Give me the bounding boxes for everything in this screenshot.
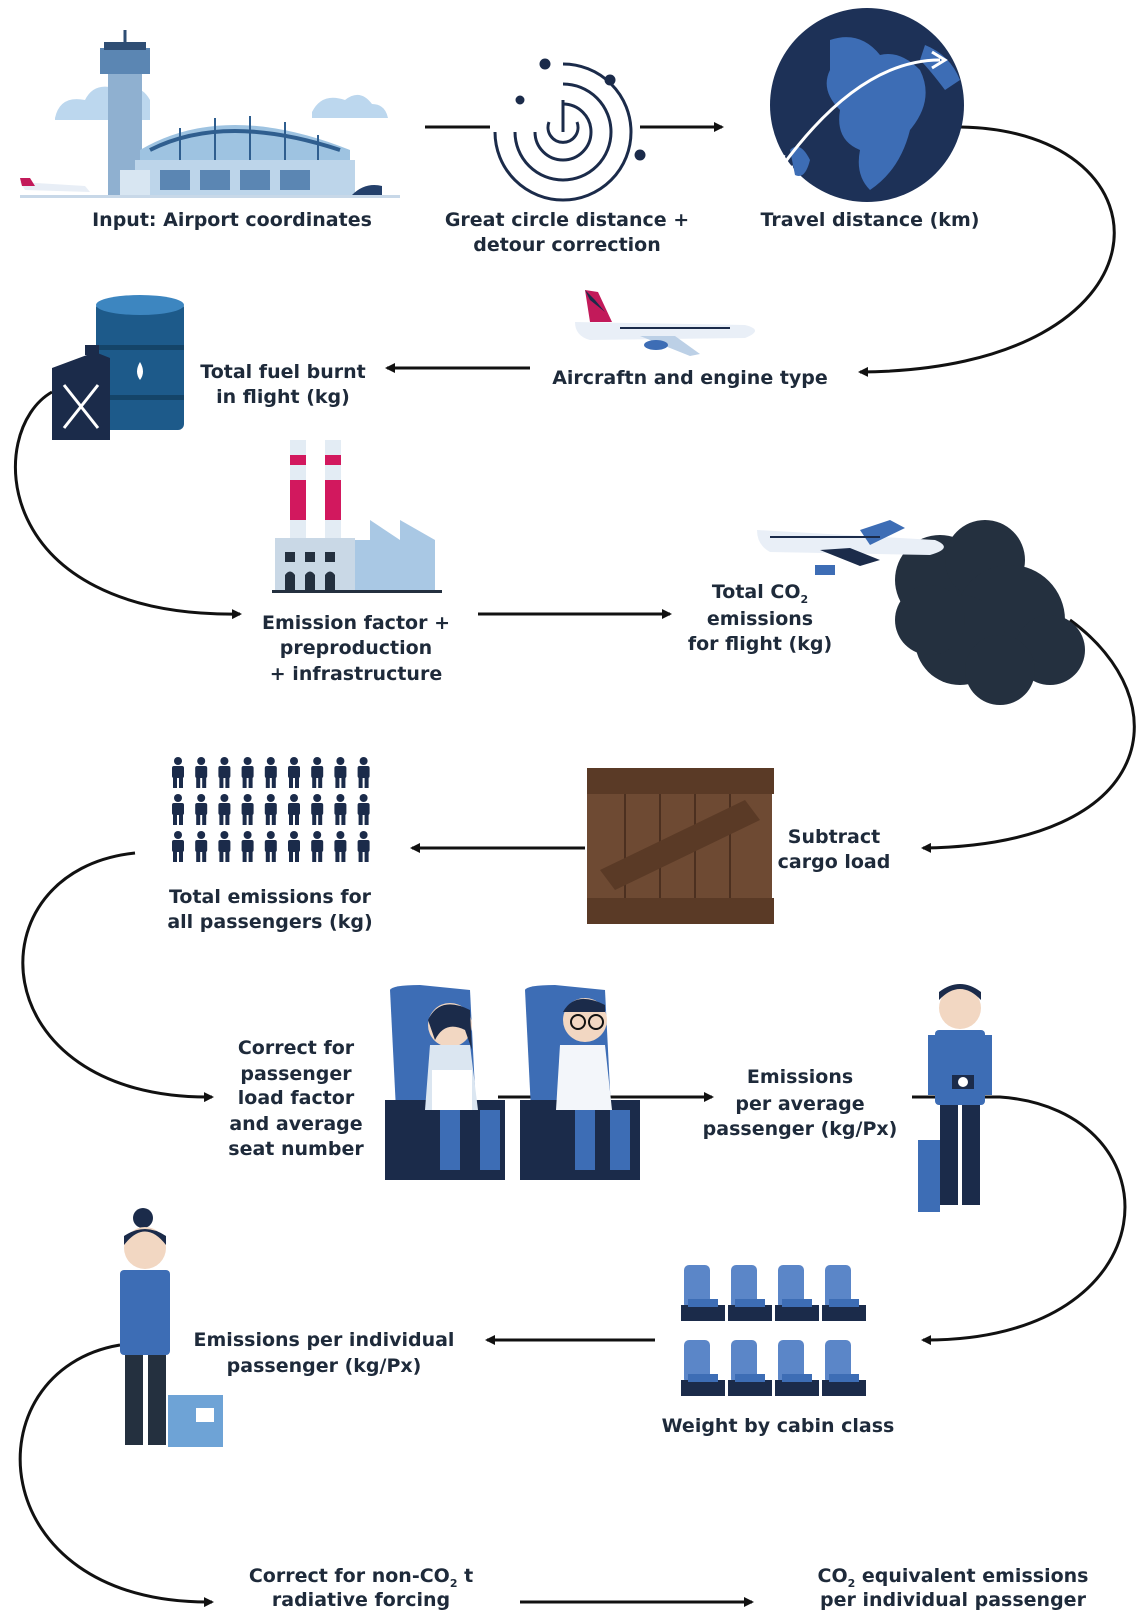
person-icon	[311, 794, 324, 825]
curve-avg-to-cabin	[912, 1095, 1127, 1346]
label-avg-line-2: passenger (kg/Px)	[703, 1118, 898, 1140]
seat-icon	[681, 1340, 725, 1396]
label-all-passengers-line-1: all passengers (kg)	[167, 911, 372, 933]
person-icon	[334, 831, 347, 862]
person-icon	[218, 831, 231, 862]
person-icon	[172, 794, 184, 825]
airport-illustration	[20, 30, 400, 198]
label-load-line-3: and average	[229, 1113, 362, 1135]
curve-co2-to-cargo	[921, 618, 1136, 853]
person-icon	[264, 831, 277, 862]
seat-icon	[822, 1265, 866, 1321]
person-icon	[357, 757, 370, 788]
flow-connectors	[13, 122, 1136, 1608]
factory-icon	[272, 440, 442, 593]
seat-icon	[775, 1265, 819, 1321]
label-total-co2-line-1: emissions	[707, 608, 813, 630]
label-cargo-line-1: cargo load	[778, 851, 891, 873]
person-icon	[241, 757, 254, 788]
globe-icon	[770, 8, 964, 202]
label-nonco2-sub: 2	[450, 1577, 458, 1590]
label-total-co2-line-2: for flight (kg)	[688, 633, 832, 655]
seated-passengers-icon	[385, 985, 640, 1180]
label-factor-line-0: Emission factor +	[262, 612, 450, 634]
label-avg-line-1: per average	[735, 1093, 864, 1115]
label-nonco2-line-1: radiative forcing	[272, 1589, 450, 1611]
label-avg-line-0: Emissions	[747, 1066, 853, 1088]
seat-icon	[822, 1340, 866, 1396]
seat-icon	[775, 1340, 819, 1396]
person-icon	[311, 831, 324, 862]
person-icon	[195, 757, 208, 788]
label-cabin-line-0: Weight by cabin class	[662, 1415, 895, 1437]
label-great-circle-line-1: detour correction	[473, 234, 661, 256]
label-nonco2-suffix: t	[457, 1565, 473, 1587]
label-co2e-line-0: CO2 equivalent emissions	[818, 1565, 1089, 1590]
person-icon	[288, 831, 300, 862]
label-all-passengers-line-0: Total emissions for	[169, 886, 372, 908]
label-load-line-4: seat number	[228, 1138, 364, 1160]
label-nonco2-prefix: Correct for non-CO	[249, 1565, 450, 1587]
person-icon	[264, 757, 277, 788]
label-load-line-1: passenger	[240, 1063, 352, 1085]
person-icon	[357, 831, 370, 862]
label-co2e-sub: 2	[848, 1577, 856, 1590]
label-total-co2-sub: 2	[800, 593, 808, 606]
person-icon	[172, 757, 184, 788]
label-fuel-line-1: in flight (kg)	[216, 386, 350, 408]
label-total-co2-prefix: Total CO	[712, 581, 801, 603]
seat-icon	[681, 1265, 725, 1321]
fuel-barrel-icon	[52, 295, 184, 440]
cabin-seats-icon	[681, 1265, 866, 1396]
label-individual-line-0: Emissions per individual	[194, 1329, 455, 1351]
aircraft-icon	[575, 290, 755, 356]
person-icon	[241, 831, 254, 862]
label-nonco2-line-0: Correct for non-CO2 t	[249, 1565, 473, 1590]
person-icon	[288, 794, 300, 825]
person-icon	[357, 794, 370, 825]
curve-passengers-to-load	[21, 851, 214, 1103]
person-icon	[195, 831, 208, 862]
emissions-cloud-icon	[757, 520, 1085, 705]
person-icon	[241, 794, 254, 825]
person-icon	[334, 794, 347, 825]
curve-individual-to-nonco2	[18, 1343, 214, 1608]
person-icon	[195, 794, 208, 825]
label-load-line-2: load factor	[238, 1087, 355, 1109]
person-icon	[311, 757, 324, 788]
person-icon	[218, 794, 231, 825]
label-total-co2-line-0: Total CO2	[712, 581, 808, 606]
step-labels: Input: Airport coordinates Great circle …	[92, 209, 1088, 1611]
cargo-crate-icon	[587, 768, 774, 924]
label-airport-line-0: Input: Airport coordinates	[92, 209, 372, 231]
label-co2e-line-1: per individual passenger	[820, 1589, 1087, 1611]
person-icon	[288, 757, 300, 788]
seat-icon	[728, 1265, 772, 1321]
curve-fuel-to-factor	[13, 390, 242, 620]
label-great-circle-line-0: Great circle distance +	[445, 209, 689, 231]
label-factor-line-2: + infrastructure	[270, 663, 442, 685]
traveler-icon	[918, 984, 992, 1212]
person-icon	[264, 794, 277, 825]
label-cargo-line-0: Subtract	[788, 826, 880, 848]
label-co2e-prefix: CO	[818, 1565, 848, 1587]
seat-icon	[728, 1340, 772, 1396]
person-icon	[218, 757, 231, 788]
passengers-grid-icon	[172, 757, 370, 862]
label-travel-line-0: Travel distance (km)	[761, 209, 980, 231]
label-co2e-suffix: equivalent emissions	[855, 1565, 1088, 1587]
label-factor-line-1: preproduction	[280, 637, 432, 659]
label-load-line-0: Correct for	[238, 1037, 355, 1059]
label-fuel-line-0: Total fuel burnt	[200, 361, 365, 383]
person-icon	[334, 757, 347, 788]
label-aircraft-line-0: Aircraftn and engine type	[552, 367, 828, 389]
radar-icon	[493, 58, 646, 202]
person-icon	[172, 831, 184, 862]
curve-globe-to-aircraft	[858, 125, 1116, 377]
individual-passenger-icon	[120, 1208, 223, 1447]
label-individual-line-1: passenger (kg/Px)	[227, 1355, 422, 1377]
